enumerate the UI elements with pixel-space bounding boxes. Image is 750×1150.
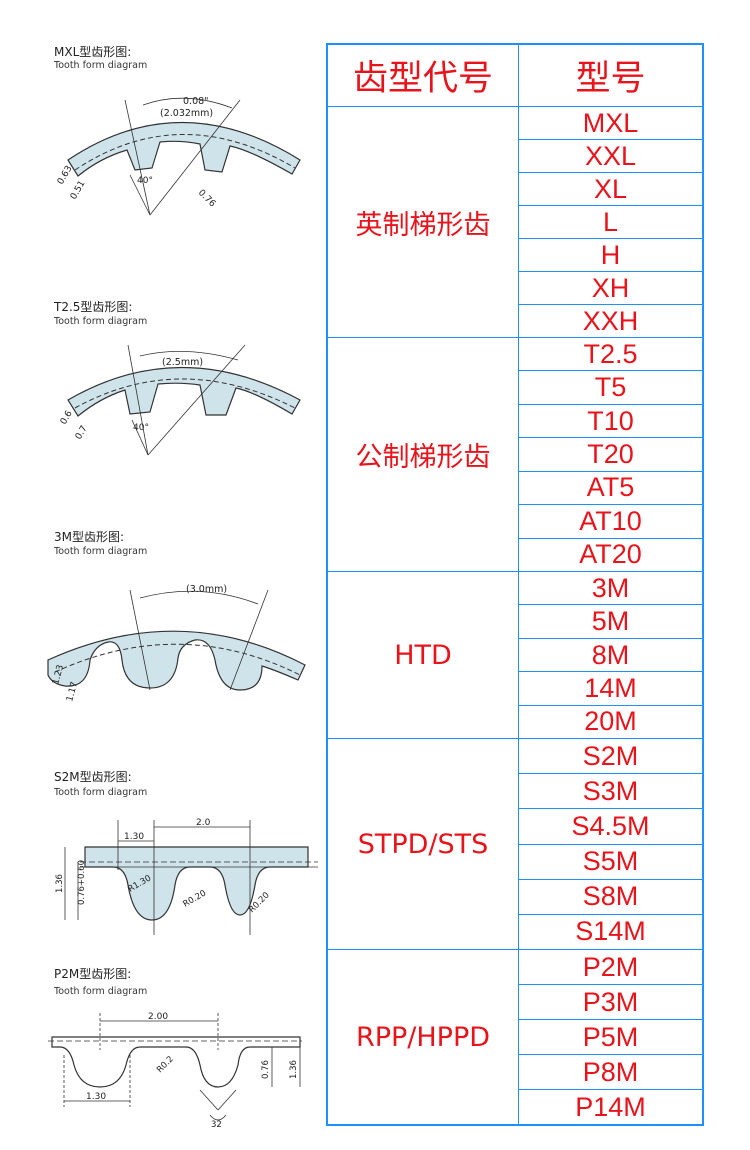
diagram-subtitle: Tooth form diagram (54, 787, 148, 798)
3m-tooth-drawing: (3.0mm) 1.23 1.17 (47, 584, 306, 703)
t25-tooth-drawing: (2.5mm) 40° 0.6 0.7 (59, 344, 301, 456)
mxl-angle-label: 40° (137, 176, 153, 186)
group-tooth-type: 公制梯形齿 (328, 338, 519, 571)
3m-pitch-label: (3.0mm) (186, 584, 227, 595)
model-cell: 14M (519, 672, 702, 706)
diagram-mxl: MXL型齿形图: Tooth form diagram 0.08" (2.032… (0, 0, 320, 290)
model-cell: XXL (519, 140, 702, 173)
table-header: 齿型代号 型号 (328, 45, 702, 107)
diagram-subtitle: Tooth form diagram (54, 60, 148, 71)
model-cell: L (519, 206, 702, 239)
diagram-title: 3M型齿形图: (54, 530, 125, 544)
model-cell: S14M (575, 916, 646, 947)
mxl-tooth-drawing: 0.08" (2.032mm) 40° 0.63 0.51 0.76 (56, 96, 301, 216)
mxl-d3-label: 0.76 (196, 188, 217, 209)
model-cell: P2M (519, 950, 702, 985)
s2m-h1-label: 1.36 (55, 874, 65, 893)
group-tooth-type: STPD/STS (328, 739, 519, 949)
diagram-title: T2.5型齿形图: (54, 300, 133, 314)
mxl-pitch-in-label: 0.08" (183, 96, 209, 107)
model-cell: S5M (519, 845, 702, 880)
model-cell: P14M (575, 1091, 646, 1122)
model-cell: 20M (584, 706, 637, 737)
tooth-diagrams-column: MXL型齿形图: Tooth form diagram 0.08" (2.032… (0, 0, 320, 1150)
model-cell: AT5 (519, 472, 702, 506)
model-cell: P5M (519, 1020, 702, 1055)
model-cell: T2.5 (519, 338, 702, 372)
model-cell: XXH (582, 305, 639, 336)
diagram-t25: T2.5型齿形图: Tooth form diagram (2.5mm) 40°… (0, 290, 320, 520)
p2m-h1-label: 0.76 (261, 1060, 271, 1079)
s2m-h2-label: 0.76+0.60 (77, 860, 87, 905)
model-cell: 3M (519, 572, 702, 606)
model-cell: S3M (519, 774, 702, 810)
t25-angle-label: 40° (133, 423, 149, 433)
p2m-angle-label: 32 (211, 1120, 222, 1130)
s2m-pitch-label: 2.0 (196, 818, 211, 828)
model-cell: 8M (519, 639, 702, 673)
header-model: 型号 (575, 59, 646, 99)
p2m-radius-label: R0.2 (155, 1054, 176, 1075)
diagram-p2m: P2M型齿形图: Tooth form diagram 2.00 1.30 R0… (0, 955, 320, 1150)
model-cell: P3M (519, 985, 702, 1020)
group-tooth-type: RPP/HPPD (328, 950, 519, 1124)
model-cell: H (519, 239, 702, 272)
diagram-title: MXL型齿形图: (54, 45, 132, 59)
diagram-subtitle: Tooth form diagram (54, 546, 148, 557)
diagram-title: S2M型齿形图: (54, 770, 132, 784)
model-cell: T20 (519, 438, 702, 472)
diagram-subtitle: Tooth form diagram (54, 986, 148, 997)
p2m-pitch-label: 2.00 (148, 1012, 168, 1022)
p2m-tooth-drawing: 2.00 1.30 R0.2 0.76 1.36 32 (48, 1012, 302, 1130)
model-cell: S4.5M (519, 809, 702, 845)
p2m-h2-label: 1.36 (289, 1060, 299, 1079)
mxl-d1-label: 0.63 (56, 164, 75, 186)
model-cell: S8M (519, 880, 702, 915)
model-cell: T5 (519, 371, 702, 405)
t25-d1-label: 0.6 (59, 409, 75, 427)
t25-d2-label: 0.7 (74, 424, 90, 441)
model-cell: T10 (519, 405, 702, 439)
t25-pitch-label: (2.5mm) (162, 357, 203, 368)
s2m-width-label: 1.30 (124, 832, 144, 842)
diagram-s2m: S2M型齿形图: Tooth form diagram 2.0 1.30 1.3… (0, 755, 320, 955)
mxl-d2-label: 0.51 (69, 179, 88, 201)
diagram-subtitle: Tooth form diagram (54, 316, 148, 327)
model-cell: MXL (519, 107, 702, 140)
model-cell: P8M (519, 1055, 702, 1090)
group-tooth-type: 英制梯形齿 (328, 107, 519, 337)
s2m-tooth-drawing: 2.0 1.30 1.36 0.76+0.60 R1.30 R0.20 R0.2… (55, 818, 318, 935)
model-cell: S2M (519, 739, 702, 775)
model-cell: AT10 (519, 505, 702, 539)
header-tooth-type: 齿型代号 (328, 45, 519, 106)
model-cell: XL (519, 173, 702, 206)
diagram-3m: 3M型齿形图: Tooth form diagram (3.0mm) 1.23 … (0, 520, 320, 755)
model-cell: XH (519, 272, 702, 305)
group-tooth-type: HTD (328, 572, 519, 738)
diagram-title: P2M型齿形图: (54, 967, 132, 981)
p2m-width-label: 1.30 (86, 1092, 106, 1102)
model-cell: 5M (519, 605, 702, 639)
s2m-r2-label: R0.20 (182, 889, 209, 910)
mxl-pitch-mm-label: (2.032mm) (160, 108, 213, 119)
model-cell: AT20 (579, 539, 642, 570)
